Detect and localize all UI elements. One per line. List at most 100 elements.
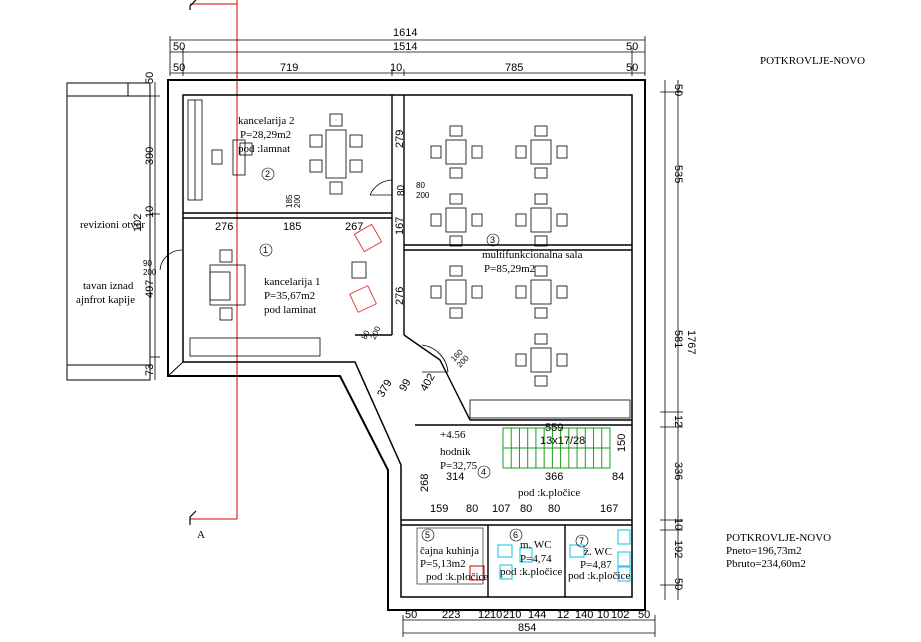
dim-bottom-10a: 10 — [490, 609, 502, 621]
right-dimension-lines — [660, 80, 683, 600]
drawing-title: POTKROVLJE-NOVO — [760, 55, 865, 67]
room2-area: P=28,29m2 — [240, 129, 291, 141]
dim-right-50a: 50 — [672, 84, 684, 96]
dim-door-200a: 200 — [293, 194, 302, 208]
room5-number: 5 — [425, 530, 430, 540]
room6-number: 6 — [513, 530, 518, 540]
dim-right-192: 192 — [672, 540, 684, 558]
attic-area — [66, 82, 151, 381]
dim-bottom-102: 102 — [611, 609, 629, 621]
dim-bottom-12a: 12 — [478, 609, 490, 621]
dim-right-535: 535 — [672, 165, 684, 183]
exterior-walls — [167, 79, 646, 611]
dim-wc-80c: 80 — [548, 503, 560, 515]
dim-wc-80a: 80 — [466, 503, 478, 515]
room5-name: čajna kuhinja — [420, 545, 479, 557]
dim-door-200-k2: 200 — [416, 191, 430, 200]
tavan-label-2: ajnfrot kapije — [76, 294, 135, 306]
left-dims-text: 50 390 10 497 73 102 — [132, 72, 156, 376]
section-marker-label: A — [197, 529, 205, 541]
dim-167: 167 — [394, 217, 406, 235]
dim-right-336: 336 — [672, 462, 684, 480]
dim-268: 268 — [419, 474, 431, 492]
dim-door-200-k1b: 200 — [369, 324, 383, 340]
dim-top-r2-b: 1514 — [393, 41, 417, 53]
dim-door-80-k2: 80 — [416, 181, 425, 190]
hall-tables — [421, 125, 631, 419]
dim-bottom-12b: 12 — [557, 609, 569, 621]
dim-150: 150 — [616, 434, 628, 452]
dim-84: 84 — [612, 471, 624, 483]
room7-number: 7 — [579, 536, 584, 546]
room-multifunkcionalna-sala: 3 multifunkcionalna sala P=85,29m2 — [482, 233, 583, 275]
level-mark: +4.56 — [440, 429, 466, 441]
right-dims-text: 50 535 1767 581 12 336 10 192 50 — [672, 84, 697, 590]
staircase — [502, 427, 611, 469]
room7-area: P=4,87 — [580, 559, 612, 571]
dim-279: 279 — [394, 130, 406, 148]
interior-walls — [183, 95, 632, 597]
dim-366: 366 — [545, 471, 563, 483]
tavan-label-1: tavan iznad — [83, 280, 134, 292]
room7-floor: pod :k.pločice — [568, 570, 630, 582]
room3-name: multifunkcionalna sala — [482, 249, 583, 261]
room4-name: hodnik — [440, 446, 471, 458]
revizioni-label: revizioni otvor — [80, 219, 145, 231]
dim-bottom-total: 854 — [518, 622, 536, 634]
room2-number: 2 — [265, 169, 270, 179]
summary-title: POTKROVLJE-NOVO — [726, 532, 831, 544]
dim-80-vert: 80 — [396, 184, 407, 196]
dim-top-r2-c: 50 — [626, 41, 638, 53]
dim-top-r2-a: 50 — [173, 41, 185, 53]
room3-area: P=85,29m2 — [484, 263, 535, 275]
room1-area: P=35,67m2 — [264, 290, 315, 302]
dim-top-r3-d: 785 — [505, 62, 523, 74]
room4-number: 4 — [481, 467, 486, 477]
dim-559: 559 — [545, 422, 563, 434]
office1-furniture — [159, 249, 367, 357]
dim-door-80-k1: 80 — [360, 328, 372, 340]
dim-wc-159: 159 — [430, 503, 448, 515]
dim-276-top: 276 — [215, 221, 233, 233]
dim-276-vert: 276 — [394, 287, 406, 305]
dim-right-1767: 1767 — [685, 330, 697, 354]
dim-bottom-10b: 10 — [597, 609, 609, 621]
room1-floor: pod laminat — [264, 304, 316, 316]
dim-door-90: 90 — [143, 259, 152, 268]
dim-top-r3-b: 719 — [280, 62, 298, 74]
dim-99: 99 — [397, 377, 414, 394]
dim-left-50: 50 — [144, 72, 156, 84]
dim-wc-80b: 80 — [520, 503, 532, 515]
room3-number: 3 — [490, 235, 495, 245]
dim-bottom-223: 223 — [442, 609, 460, 621]
section-line-a — [190, 0, 238, 520]
bottom-dimension-lines — [402, 615, 656, 637]
dim-bottom-50b: 50 — [638, 609, 650, 621]
dim-wc-107: 107 — [492, 503, 510, 515]
room7-name: ž. WC — [584, 546, 612, 558]
room6-floor: pod :k.pločice — [500, 566, 562, 578]
room1-name: kancelarija 1 — [264, 276, 321, 288]
stair-label: 13x17/28 — [540, 435, 585, 447]
dim-bottom-210: 210 — [503, 609, 521, 621]
summary-pneto: Pneto=196,73m2 — [726, 545, 802, 557]
room6-name: m. WC — [520, 539, 552, 551]
room-zenski-wc: 7 ž. WC P=4,87 pod :k.pločice — [568, 534, 630, 582]
top-dimension-lines — [169, 36, 646, 76]
dim-bottom-144: 144 — [528, 609, 546, 621]
room-kancelarija-2: kancelarija 2 P=28,29m2 pod :lamnat 2 — [238, 115, 295, 181]
dim-379: 379 — [375, 378, 395, 400]
summary-pbruto: Pbruto=234,60m2 — [726, 558, 806, 570]
section-marker-arrows — [189, 0, 197, 525]
dim-top-total: 1614 — [393, 27, 417, 39]
room-muski-wc: 6 m. WC P=4,74 pod :k.pločice — [500, 528, 562, 578]
wc-fixtures — [497, 529, 631, 582]
dim-right-10: 10 — [672, 518, 684, 530]
dim-right-12: 12 — [672, 415, 684, 427]
room2-floor: pod :lamnat — [238, 143, 290, 155]
dim-bottom-50a: 50 — [405, 609, 417, 621]
room1-number: 1 — [263, 245, 268, 255]
dim-314: 314 — [446, 471, 464, 483]
room5-area: P=5,13m2 — [420, 558, 466, 570]
